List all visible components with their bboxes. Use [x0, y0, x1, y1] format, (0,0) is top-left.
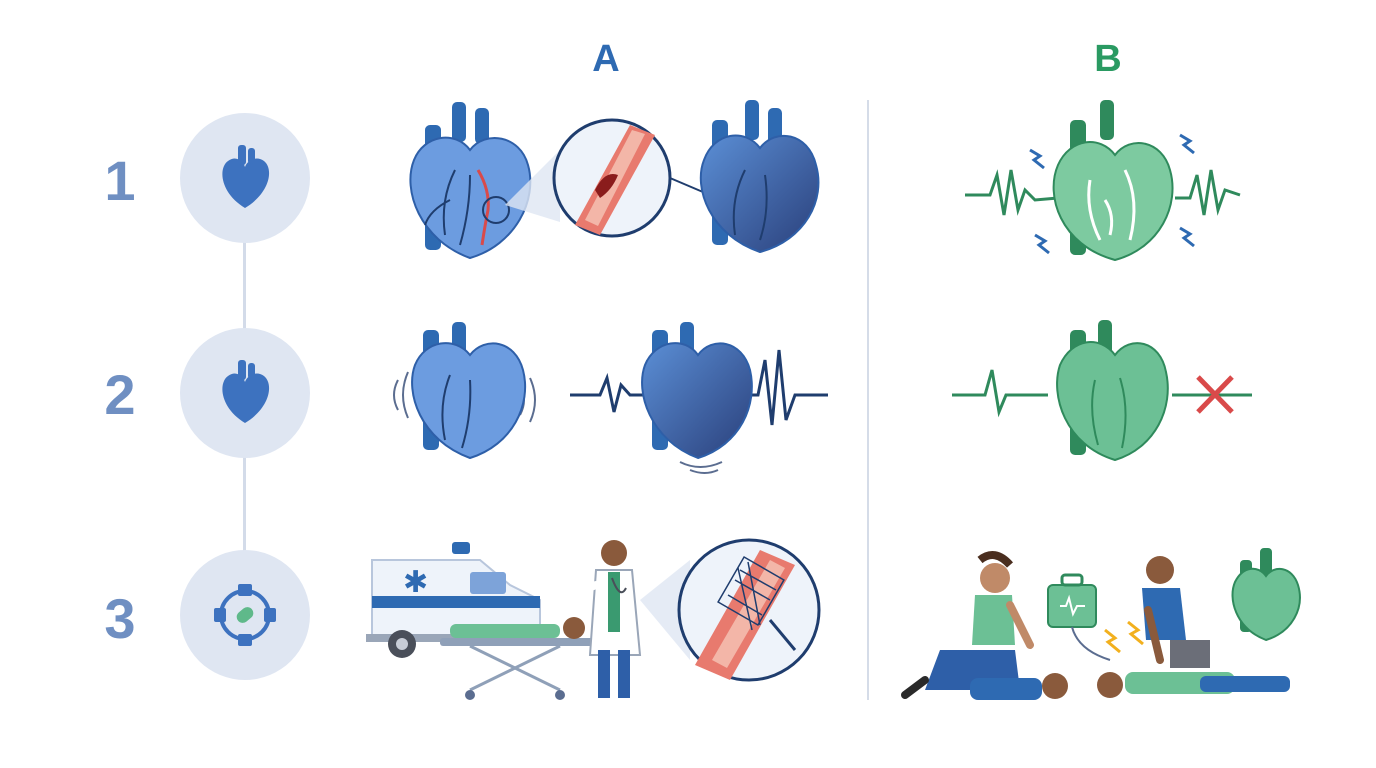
zoom-cone	[505, 150, 560, 222]
heart-icon	[222, 145, 270, 208]
step-connector-2-3	[243, 456, 246, 552]
column-divider	[867, 100, 869, 700]
aed-rescuer	[1142, 556, 1210, 668]
defibrillator-aed	[1047, 573, 1111, 661]
step-circle-2	[180, 328, 310, 458]
stretcher-with-patient	[440, 617, 595, 700]
cardiac-arrest-heart	[952, 320, 1252, 462]
zoom-cone	[640, 560, 690, 660]
recovering-heart	[1231, 548, 1301, 642]
row-number-3: 3	[104, 587, 136, 650]
row-number-1: 1	[104, 149, 136, 212]
shock-icon	[1104, 620, 1144, 654]
step-circle-1	[180, 113, 310, 243]
no-pulse-x-icon	[1196, 375, 1234, 414]
step-connector-1-2	[243, 240, 246, 332]
fibrillating-heart	[965, 100, 1241, 262]
weakened-heart	[393, 322, 536, 460]
svg-text:✱: ✱	[403, 565, 428, 600]
step-circle-3	[180, 550, 310, 680]
ambulance: ✱	[366, 542, 541, 658]
failing-heart-with-ecg	[570, 322, 828, 474]
heart-with-damaged-muscle	[699, 100, 820, 254]
row-number-2: 2	[104, 363, 136, 426]
patient-on-ground-1	[970, 673, 1068, 700]
cpr-rescuer	[901, 551, 1034, 699]
artery-plaque-magnifier	[552, 118, 672, 238]
heart-with-coronary-blockage	[409, 102, 532, 260]
column-header-a: A	[592, 38, 620, 80]
patient-on-ground-2	[1097, 672, 1290, 698]
treatment-target-icon	[214, 584, 276, 646]
heart-icon	[222, 360, 270, 423]
doctor	[566, 540, 642, 698]
stent-magnifier	[677, 538, 821, 682]
column-header-b: B	[1094, 38, 1122, 80]
